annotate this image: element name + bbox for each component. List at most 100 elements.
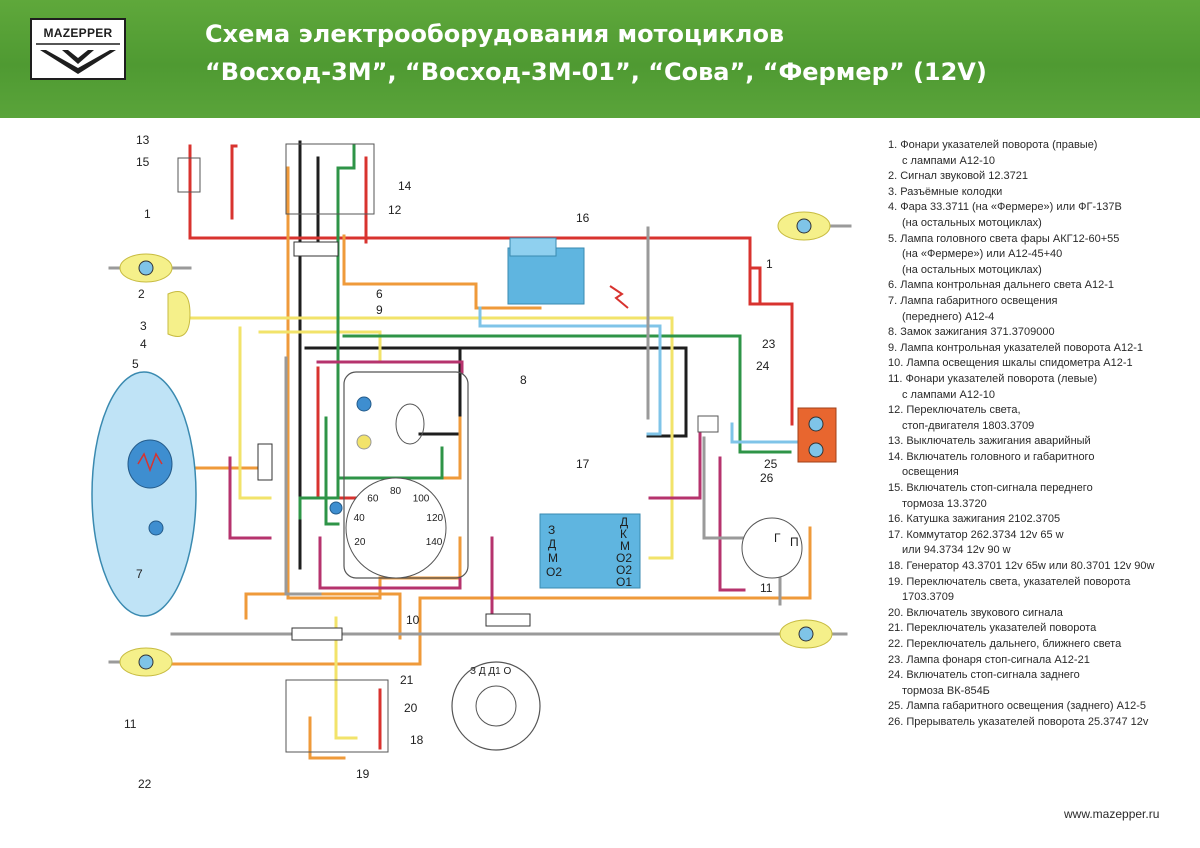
legend-item-sub: тормоза 13.3720: [902, 497, 987, 510]
callout-5: 5: [132, 357, 139, 371]
callout-18: 18: [410, 733, 424, 747]
callout-labels: 13 15 14 12 16 1 1 2 3 4 5 6 9 8 7 10 17…: [124, 133, 778, 791]
generator-terminals-label: З Д Д1 О: [470, 666, 511, 677]
turn-indicator-lamp-9: [356, 434, 372, 450]
wire-lightblue: [730, 422, 802, 444]
connector-block-top: [293, 241, 339, 257]
light-switch-12: [285, 143, 375, 215]
callout-22: 22: [138, 777, 152, 791]
callout-13: 13: [136, 133, 150, 147]
legend-item: 21. Переключатель указателей поворота: [888, 622, 1097, 635]
legend-item: 6. Лампа контрольная дальнего света А12-…: [888, 279, 1115, 292]
speedometer-tick-label: 120: [426, 513, 443, 524]
legend-item: 23. Лампа фонаря стоп-сигнала А12-21: [888, 653, 1090, 666]
wire-yellow: [238, 326, 272, 500]
legend-item-sub: с лампами А12-10: [902, 388, 995, 401]
header-banner: MAZEPPER Схема электрооборудования мотоц…: [0, 0, 1200, 118]
mazepper-logo: MAZEPPER: [30, 18, 126, 80]
legend-item-sub: 1703.3709: [902, 591, 954, 604]
callout-6: 6: [376, 287, 383, 301]
callout-4: 4: [140, 337, 147, 351]
connector-block-mid: [291, 627, 343, 641]
wire-yellow: [258, 330, 382, 364]
wire-grey: [284, 356, 322, 596]
handlebar-switch-19: [285, 679, 389, 753]
wire-red: [230, 144, 238, 220]
legend-item: 17. Коммутатор 262.3734 12v 65 w: [888, 528, 1064, 541]
wire-green: [324, 416, 340, 526]
legend-item: 7. Лампа габаритного освещения: [888, 294, 1058, 307]
wire-green: [342, 334, 792, 454]
legend-item: 20. Включатель звукового сигнала: [888, 606, 1063, 619]
wire-orange: [308, 716, 346, 760]
callout-3: 3: [140, 319, 147, 333]
legend-item: 16. Катушка зажигания 2102.3705: [888, 513, 1061, 526]
commutator-left-label: О2: [546, 565, 562, 579]
commutator-right-label: К: [620, 527, 627, 541]
wire-violet: [228, 456, 272, 540]
wire-violet: [648, 416, 702, 500]
legend-item: 24. Включатель стоп-сигнала заднего: [888, 669, 1080, 682]
wire-yellow: [178, 316, 674, 560]
generator-18: [451, 661, 541, 751]
legend-item: 2. Сигнал звуковой 12.3721: [888, 170, 1028, 183]
connector-block-3: [257, 443, 273, 481]
ignition-coil-16: [507, 247, 585, 305]
wire-green: [338, 446, 444, 480]
commutator-right-label: О1: [616, 575, 632, 589]
ignition-lock-8: [395, 403, 425, 445]
wiring-diagram: З Д М О2 Д К М О2 О2 О1 Г П З Д Д1 О 13 …: [91, 133, 852, 791]
callout-1-left: 1: [144, 207, 151, 221]
legend-item-sub: (на «Фермере») или А12-45+40: [902, 248, 1063, 261]
wire-orange: [390, 416, 462, 480]
callout-2: 2: [138, 287, 145, 301]
wire-violet: [318, 536, 462, 590]
legend-item: 3. Разъёмные колодки: [888, 185, 1003, 198]
wire-violet: [316, 360, 464, 374]
legend-item-sub: (на остальных мотоциклах): [902, 263, 1042, 276]
legend-item: 15. Включатель стоп-сигнала переднего: [888, 482, 1093, 495]
legend-item-sub: тормоза ВК-854Б: [902, 684, 990, 697]
flasher-label-p: П: [790, 535, 799, 549]
commutator-left-label: М: [548, 551, 558, 565]
legend-item: 5. Лампа головного света фары АКГ12-60+5…: [888, 232, 1120, 245]
legend-item: 11. Фонари указателей поворота (левые): [888, 372, 1098, 385]
legend-item-sub: освещения: [902, 466, 959, 479]
legend-item-sub: с лампами А12-10: [902, 154, 995, 167]
wire-orange: [342, 234, 542, 310]
speedometer-tick-label: 140: [426, 537, 443, 548]
callout-11-right: 11: [760, 581, 773, 595]
website-url: www.mazepper.ru: [1064, 807, 1160, 821]
legend-item: 10. Лампа освещения шкалы спидометра А12…: [888, 357, 1133, 370]
wire-orange: [538, 526, 812, 600]
speedometer-tick-label: 60: [367, 494, 379, 505]
speedometer-tick-label: 20: [354, 537, 366, 548]
logo-emblem-icon: [36, 43, 120, 74]
ignition-coil-cap: [509, 237, 557, 257]
legend-item: 4. Фара 33.3711 (на «Фермере») или ФГ-13…: [888, 201, 1122, 214]
flasher-relay-26: [741, 517, 803, 579]
callout-12: 12: [388, 203, 402, 217]
callout-9: 9: [376, 303, 383, 317]
wire-black: [304, 346, 688, 438]
speedometer-tick-label: 40: [354, 513, 366, 524]
commutator-left-label: З: [548, 523, 555, 537]
callout-19: 19: [356, 767, 370, 781]
legend-item-sub: (на остальных мотоциклах): [902, 216, 1042, 229]
legend-item-sub: (переднего) А12-4: [902, 310, 995, 323]
callout-17: 17: [576, 457, 590, 471]
callout-20: 20: [404, 701, 418, 715]
wire-yellow: [334, 616, 358, 740]
logo-text: MAZEPPER: [43, 26, 113, 40]
wire-red: [188, 144, 794, 426]
legend-item: 18. Генератор 43.3701 12v 65w или 80.370…: [888, 560, 1155, 573]
legend-item: 1. Фонари указателей поворота (правые): [888, 139, 1098, 151]
wire-red: [748, 266, 762, 306]
commutator-left-label: Д: [548, 537, 556, 551]
legend-item-sub: или 94.3734 12v 90 w: [902, 544, 1011, 557]
page-title-line1: Схема электрооборудования мотоциклов: [205, 20, 785, 48]
callout-23: 23: [762, 337, 776, 351]
commutator-right-label: М: [620, 539, 630, 553]
legend-item: 12. Переключатель света,: [888, 404, 1021, 417]
callout-25: 25: [764, 457, 778, 471]
